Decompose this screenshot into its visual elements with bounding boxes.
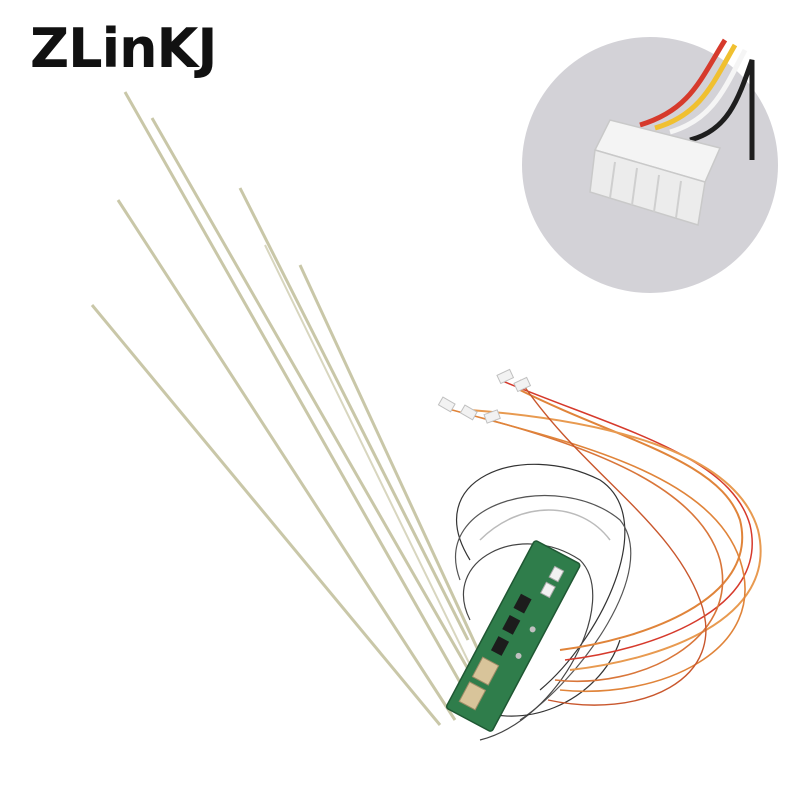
led-strip-6	[298, 264, 480, 651]
led-strip-5	[238, 187, 470, 641]
inset-white-wire	[669, 48, 748, 135]
connector-inset	[522, 37, 778, 293]
led-strip-4	[90, 304, 442, 726]
wire-end-connectors	[437, 368, 532, 424]
inset-black-wire	[689, 59, 755, 160]
inset-yellow-wire	[654, 43, 738, 131]
pcb-driver-board	[445, 540, 581, 732]
led-strip-2	[150, 117, 482, 691]
brand-logo: ZLinKJ	[30, 17, 217, 80]
led-strip-7	[264, 244, 471, 666]
ribbon-wires	[444, 379, 762, 706]
led-strips	[90, 91, 482, 726]
inset-red-wire	[639, 38, 728, 128]
led-strip-1	[123, 91, 472, 701]
white-connector-icon	[589, 119, 722, 226]
led-strip-3	[116, 199, 457, 721]
